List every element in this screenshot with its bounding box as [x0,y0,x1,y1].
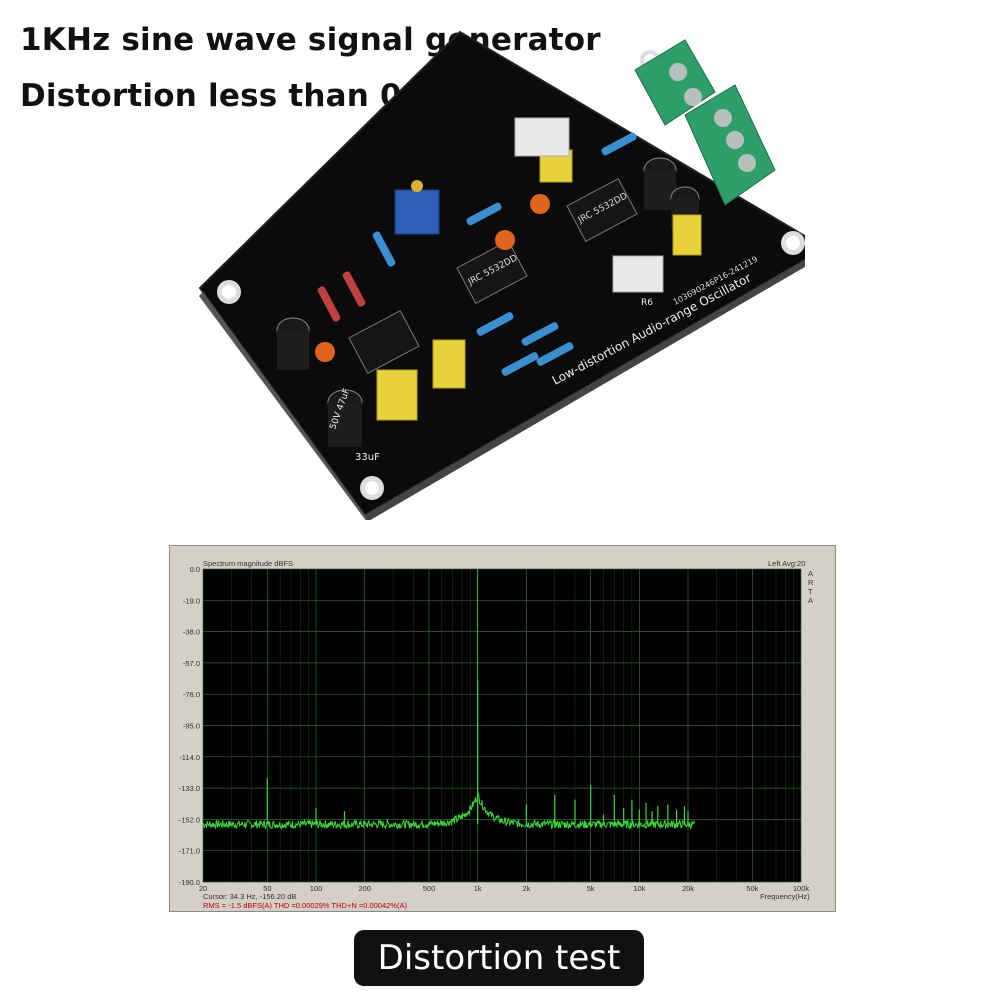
mount-hole [781,231,805,255]
headline-title: 1KHz sine wave signal generator [20,22,601,58]
y-tick-label: -171.0 [179,847,200,856]
ceramic-capacitor [530,194,550,214]
electrolytic-capacitor [276,317,310,370]
x-tick-label: 500 [423,884,436,893]
y-tick-label: -152.0 [179,815,200,824]
film-capacitor [672,214,702,256]
y-tick-label: -19.0 [183,596,200,605]
resistor [501,352,539,376]
spectrum-peaks [266,569,689,825]
resistor [476,312,514,336]
rms-readout: RMS = -1.5 dBFS(A) THD =0.00029% THD+N =… [203,901,407,910]
pcb-photo: 50V 47uF 33uF JRC 5532DD JRC 5532DD Low-… [195,30,827,522]
ceramic-capacitor [495,230,515,250]
terminal-block [684,84,776,206]
x-tick-label: 20 [199,884,207,893]
cursor-readout: Cursor: 34.3 Hz, -156.20 dB [203,892,296,901]
x-tick-label: 2k [522,884,530,893]
grid [202,568,802,883]
x-tick-label: 50 [263,884,271,893]
spectrum-chart: Spectrum magnitude dBFS Left Avg:20 ARTA… [179,559,814,910]
side-label-letter: T [808,587,813,596]
y-tick-label: 0.0 [190,565,200,574]
pcb-edge [199,292,367,522]
x-tick-label: 100k [793,884,810,893]
y-axis-ticks: 0.0 -19.0 -38.0 -57.0 -76.0 -95.0 -114.0 -133.0… [179,565,200,887]
x-tick-label: 1k [474,884,482,893]
resistor [317,286,341,322]
x-axis-label: Frequency(Hz) [760,892,810,901]
x-tick-label: 100 [310,884,323,893]
x-tick-label: 200 [358,884,371,893]
distortion-test-badge: Distortion test [354,930,644,986]
op-amp-chip [566,178,638,242]
y-tick-label: -133.0 [179,784,200,793]
x-axis-ticks: 20 50 100 200 500 1k 2k 5k 10k 20k 50k 100k [199,884,810,893]
pcb-edge-right [365,248,827,522]
series-noise-floor [202,792,695,831]
chart-title: Spectrum magnitude dBFS [203,559,293,568]
resistor [536,342,574,366]
cap-label: 33uF [355,452,380,463]
terminal-block [634,39,716,126]
resistor [466,202,502,226]
x-tick-label: 10k [633,884,645,893]
op-amp-chip [456,240,528,304]
x-tick-label: 50k [746,884,758,893]
y-tick-label: -95.0 [183,722,200,731]
resistor [521,322,559,346]
silkscreen-ref: R6 [641,298,653,308]
pcb-illustration: 50V 47uF 33uF JRC 5532DD JRC 5532DD Low-… [198,30,827,522]
white-resistor-block [514,117,570,157]
side-label-letter: A [808,569,813,578]
side-label-letter: A [808,596,813,605]
x-tick-label: 5k [587,884,595,893]
resistor [601,132,637,156]
trimmer-potentiometer [394,180,440,235]
electrolytic-capacitor [643,157,677,210]
resistor [342,271,366,307]
y-tick-label: -114.0 [179,753,200,762]
y-tick-label: -38.0 [183,628,200,637]
chart-top-right-label: Left Avg:20 [768,559,805,568]
film-capacitor [376,369,418,421]
y-tick-label: -190.0 [179,878,200,887]
mount-hole [217,280,241,304]
op-amp-chip [348,310,420,374]
y-tick-label: -57.0 [183,659,200,668]
film-capacitor [432,339,466,389]
resistor [372,231,396,267]
x-tick-label: 20k [682,884,694,893]
white-resistor-block [612,255,664,293]
y-tick-label: -76.0 [183,690,200,699]
side-label-letter: R [808,578,814,587]
ceramic-capacitor [315,342,335,362]
mount-hole [360,476,384,500]
electrolytic-capacitor [327,389,363,447]
